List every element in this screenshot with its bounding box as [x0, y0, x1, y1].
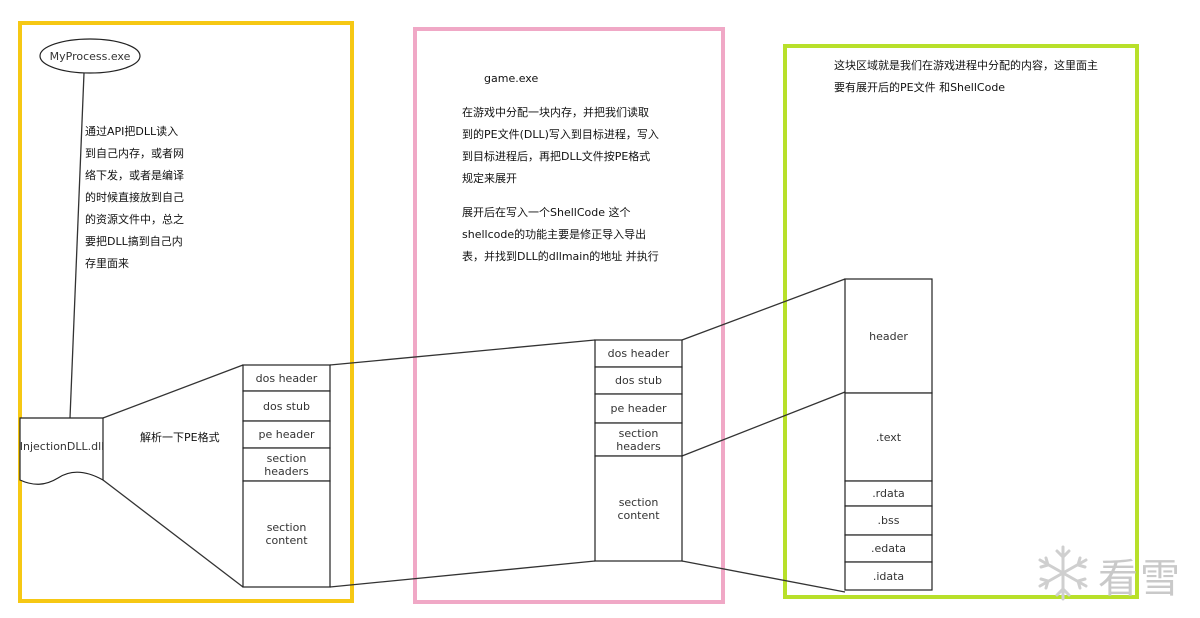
snowflake-icon — [1038, 545, 1088, 601]
middle-section-label-0: dos header — [607, 347, 670, 360]
right-section-label-0: header — [869, 329, 908, 343]
middle-section-box-0 — [594, 339, 683, 368]
connector-dll-flare-top — [102, 364, 244, 419]
middle-section-label-2: pe header — [610, 402, 667, 415]
middle-section-box-3 — [594, 422, 683, 457]
left-note: 通过API把DLL读入 到自己内存，或者网 络下发，或者是编译 的时候直接放到自… — [85, 125, 184, 270]
middle-section-box-1 — [594, 366, 683, 395]
frame-allocated-region — [783, 44, 1139, 599]
frame-myprocess — [18, 21, 354, 603]
right-section-label-2: .rdata — [872, 487, 905, 500]
game-title: game.exe — [484, 72, 539, 85]
right-note: 这块区域就是我们在游戏进程中分配的内容，这里面主 要有展开后的PE文件 和She… — [834, 59, 1098, 94]
dll-label: InjectionDLL.dll — [19, 439, 105, 453]
left-section-box-4 — [242, 480, 331, 588]
process-label: MyProcess.exe — [49, 49, 131, 63]
left-section-label-3: section headers — [264, 451, 309, 478]
right-section-label-1: .text — [875, 430, 902, 444]
watermark-text: 看雪 — [1098, 556, 1182, 602]
left-section-label-2: pe header — [258, 428, 315, 441]
left-section-label-0: dos header — [255, 371, 318, 385]
connector-left-to-middle-bottom — [329, 560, 596, 588]
connector-dll-flare-bottom — [102, 479, 244, 588]
middle-section-label-4: section content — [617, 495, 660, 522]
right-section-label-5: .idata — [872, 569, 905, 583]
connector-left-to-middle-top — [329, 339, 596, 366]
right-section-box-4 — [844, 534, 933, 563]
dll-document-shape — [19, 417, 104, 485]
right-section-box-1 — [844, 392, 933, 482]
connector-middle-to-right-bottom — [681, 560, 846, 593]
middle-note-1: 在游戏中分配一块内存，并把我们读取 到的PE文件(DLL)写入到目标进程，写入 … — [462, 106, 659, 185]
left-section-label-4: section content — [265, 521, 308, 547]
middle-section-box-4 — [594, 455, 683, 562]
parse-label: 解析一下PE格式 — [140, 431, 220, 444]
connector-middle-to-right-mid — [681, 391, 846, 457]
right-section-box-0 — [844, 278, 933, 394]
middle-section-label-1: dos stub — [615, 374, 662, 387]
frame-game — [413, 27, 725, 604]
right-section-label-4: .edata — [870, 542, 907, 555]
connector-process-to-dll — [69, 72, 85, 419]
right-section-box-3 — [844, 505, 933, 536]
middle-note-2: 展开后在写入一个ShellCode 这个 shellcode的功能主要是修正导入… — [462, 206, 659, 263]
middle-section-label-3: section headers — [616, 426, 661, 453]
connector-middle-to-right-top — [681, 278, 846, 341]
left-section-label-1: dos stub — [263, 399, 310, 413]
right-section-box-5 — [844, 561, 933, 591]
process-ellipse — [39, 38, 141, 74]
right-section-box-2 — [844, 480, 933, 507]
right-section-label-3: .bss — [877, 514, 900, 527]
